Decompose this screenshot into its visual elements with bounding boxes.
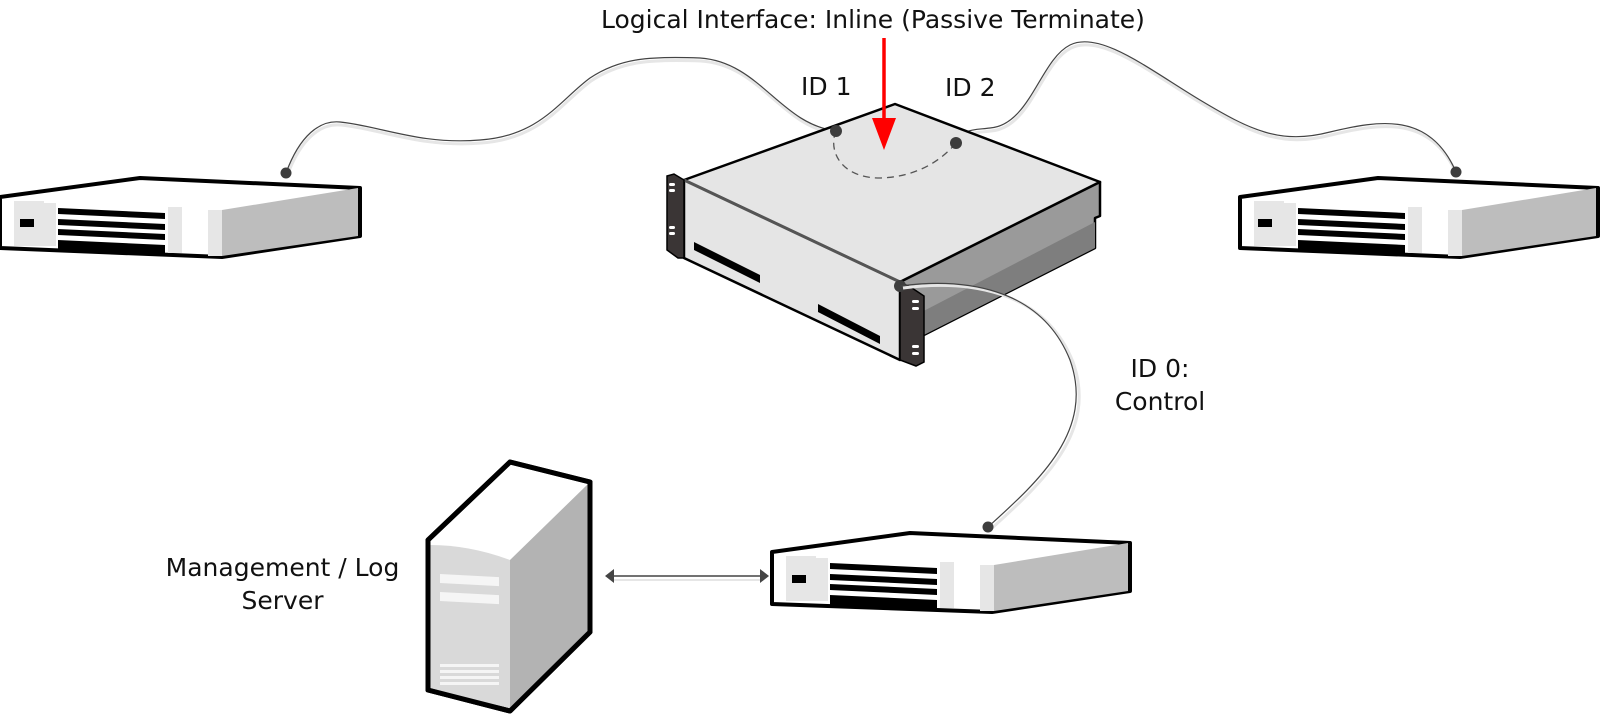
drive-slot <box>694 242 760 283</box>
management-log-server[interactable] <box>425 459 593 714</box>
drive-slot <box>818 304 880 344</box>
label-mgmt-line1: Management / Log <box>165 553 400 582</box>
label-id2: ID 2 <box>945 73 996 102</box>
indicator-light-icon <box>20 219 34 227</box>
label-management-server: Management / Log Server <box>140 551 425 617</box>
arrowhead-down-icon <box>872 118 896 150</box>
diagram-title: Logical Interface: Inline (Passive Termi… <box>601 5 1145 34</box>
cable-line <box>285 56 837 174</box>
vent-slots <box>830 563 937 609</box>
cable-line <box>955 41 1457 173</box>
cable-id1 <box>285 56 838 177</box>
logical-interface-arrow <box>872 38 896 150</box>
cable-id2 <box>955 41 1459 176</box>
bidirectional-arrow <box>605 569 769 583</box>
internal-link-dashed <box>833 130 957 179</box>
port-id1[interactable] <box>830 125 842 137</box>
label-id0-line2: Control <box>1114 387 1206 416</box>
inline-appliance[interactable] <box>666 102 1102 367</box>
port-dot <box>982 521 994 533</box>
rack-ear-left <box>666 173 685 259</box>
arrowhead-left-icon <box>605 569 614 583</box>
right-network-device[interactable] <box>1238 166 1600 259</box>
indicator-light-icon <box>792 575 806 583</box>
label-id0-line1: ID 0: <box>1130 354 1190 383</box>
arrowhead-right-icon <box>760 569 769 583</box>
label-id0-control: ID 0: Control <box>1100 352 1220 418</box>
label-mgmt-line2: Server <box>241 586 324 615</box>
indicator-light-icon <box>1258 219 1272 227</box>
left-network-device[interactable] <box>0 167 362 259</box>
control-network-device[interactable] <box>770 521 1132 614</box>
cable-line <box>899 282 1077 528</box>
vent-slots <box>58 208 165 254</box>
vent-slots <box>1298 208 1405 254</box>
port-dot <box>1450 166 1462 178</box>
cable-id0 <box>899 282 1081 531</box>
port-id2[interactable] <box>950 137 962 149</box>
port-dot <box>280 167 292 179</box>
label-id1: ID 1 <box>801 72 852 101</box>
rack-ear-right <box>899 280 925 367</box>
